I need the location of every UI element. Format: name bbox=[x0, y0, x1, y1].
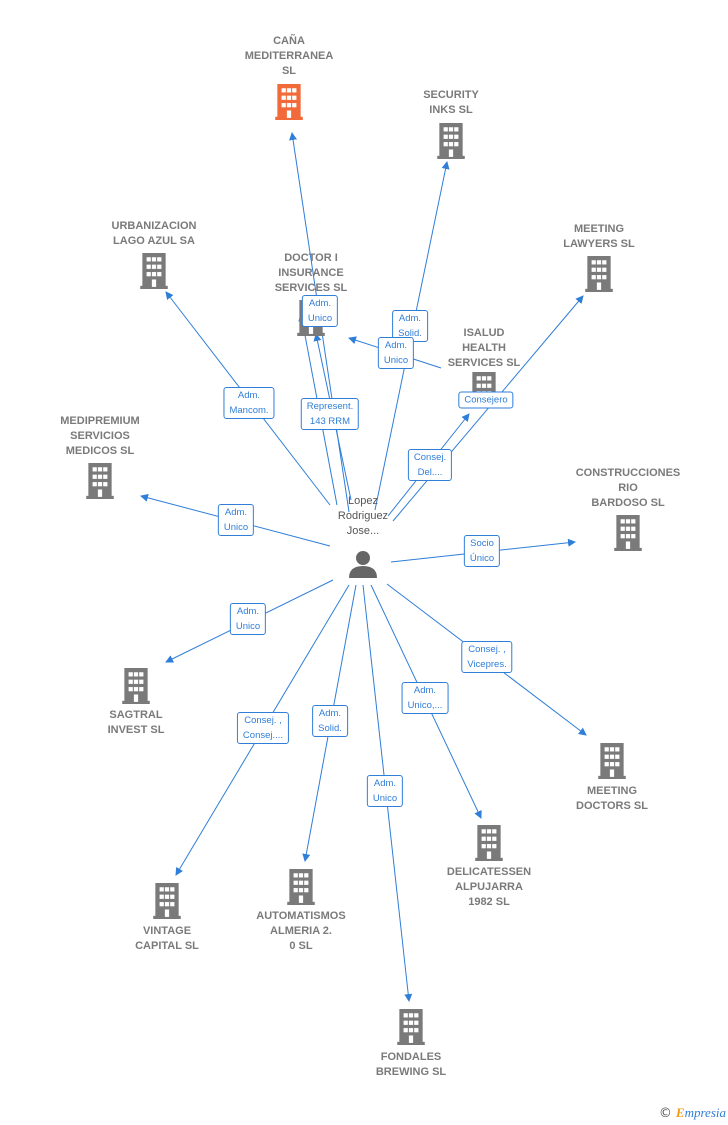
relation-label-vintage[interactable]: Consej. , Consej.... bbox=[236, 712, 290, 744]
company-label-medipremium[interactable]: MEDIPREMIUM SERVICIOS MEDICOS SL bbox=[60, 415, 140, 457]
building-icon-medipremium[interactable] bbox=[86, 463, 114, 499]
relation-label-doctor[interactable]: Adm. Unico bbox=[301, 295, 339, 327]
brand-name: mpresia bbox=[684, 1105, 726, 1120]
relation-label-security[interactable]: Adm. Solid. bbox=[392, 310, 428, 342]
building-icon-fondales[interactable] bbox=[397, 1009, 425, 1045]
relation-label-construcciones[interactable]: Socio Único bbox=[463, 535, 501, 567]
company-label-fondales[interactable]: FONDALES BREWING SL bbox=[375, 1051, 447, 1078]
relation-label-doctor[interactable]: Adm. Unico bbox=[377, 337, 415, 369]
company-label-isalud[interactable]: ISALUD HEALTH SERVICES SL bbox=[447, 327, 521, 369]
relation-label-meeting_lawyers[interactable]: Consejero bbox=[458, 391, 514, 409]
person-icon[interactable] bbox=[349, 551, 377, 578]
company-label-sagtral[interactable]: SAGTRAL INVEST SL bbox=[107, 709, 165, 736]
company-label-security[interactable]: SECURITY INKS SL bbox=[423, 89, 479, 116]
relation-edge-meeting_lawyers bbox=[392, 295, 584, 522]
relation-label-meeting_doctors[interactable]: Consej. , Vicepres. bbox=[461, 641, 513, 673]
company-label-doctor[interactable]: DOCTOR I INSURANCE SERVICES SL bbox=[274, 252, 348, 294]
building-icon-cana[interactable] bbox=[275, 84, 303, 120]
person-label[interactable]: Lopez Rodriguez Jose... bbox=[337, 495, 389, 537]
company-label-urbanizacion[interactable]: URBANIZACION LAGO AZUL SA bbox=[111, 220, 197, 247]
company-label-construcciones[interactable]: CONSTRUCCIONES RIO BARDOSO SL bbox=[575, 467, 681, 509]
relation-label-sagtral[interactable]: Adm. Unico bbox=[229, 603, 267, 635]
company-label-delicatessen[interactable]: DELICATESSEN ALPUJARRA 1982 SL bbox=[446, 866, 532, 908]
relation-label-fondales[interactable]: Adm. Unico bbox=[366, 775, 404, 807]
building-icon-construcciones[interactable] bbox=[614, 515, 642, 551]
building-icon-vintage[interactable] bbox=[153, 883, 181, 919]
relation-label-delicatessen[interactable]: Adm. Unico,... bbox=[401, 682, 449, 714]
copyright-icon: © bbox=[658, 1106, 672, 1121]
brand-footer: ©Empresia bbox=[659, 1105, 726, 1121]
building-icon-urbanizacion[interactable] bbox=[140, 253, 168, 289]
relation-label-doctor[interactable]: Represent. 143 RRM bbox=[300, 398, 360, 430]
relation-label-isalud[interactable]: Consej. Del.... bbox=[407, 449, 453, 481]
building-icon-security[interactable] bbox=[437, 123, 465, 159]
relation-label-medipremium[interactable]: Adm. Unico bbox=[217, 504, 255, 536]
building-icon-sagtral[interactable] bbox=[122, 668, 150, 704]
brand-initial: E bbox=[675, 1105, 685, 1120]
relation-label-urbanizacion[interactable]: Adm. Mancom. bbox=[223, 387, 275, 419]
building-icon-meeting_lawyers[interactable] bbox=[585, 256, 613, 292]
company-label-automatismos[interactable]: AUTOMATISMOS ALMERIA 2. 0 SL bbox=[256, 910, 346, 952]
company-label-vintage[interactable]: VINTAGE CAPITAL SL bbox=[135, 925, 199, 952]
building-icon-meeting_doctors[interactable] bbox=[598, 743, 626, 779]
building-icon-delicatessen[interactable] bbox=[475, 825, 503, 861]
relation-label-automatismos[interactable]: Adm. Solid. bbox=[312, 705, 348, 737]
building-icon-automatismos[interactable] bbox=[287, 869, 315, 905]
company-label-meeting_lawyers[interactable]: MEETING LAWYERS SL bbox=[563, 223, 635, 250]
company-label-cana[interactable]: CAÑA MEDITERRANEA SL bbox=[244, 35, 334, 77]
company-label-meeting_doctors[interactable]: MEETING DOCTORS SL bbox=[576, 785, 648, 812]
